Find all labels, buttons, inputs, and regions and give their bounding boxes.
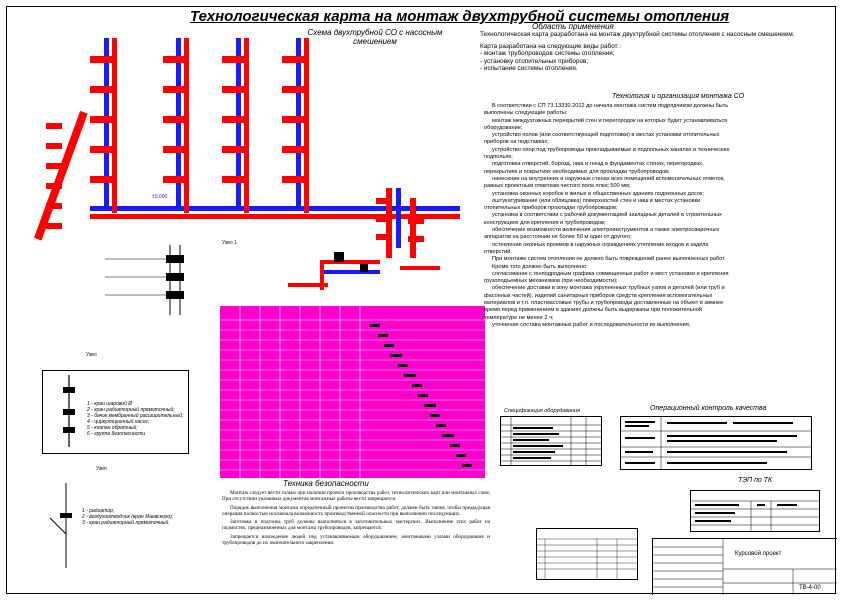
work-schedule-table	[220, 306, 485, 478]
quality-table	[620, 416, 812, 470]
sheet-code: ТВ-4-00	[799, 585, 821, 591]
scope-item: - монтаж трубопроводов системы отопления…	[480, 50, 615, 58]
spec-table	[500, 416, 602, 466]
legend-1-item: 3 - бачок мембранный расширительный;	[87, 413, 184, 419]
materials-table	[536, 528, 638, 580]
tech-text: В соответствии с СП 73.13330.2012 до нач…	[484, 103, 824, 329]
title-block: Курсовой проект ТВ-4-00	[652, 538, 837, 595]
legend-box-1: 1 - кран шаровой Ø 2 - кран радиаторный …	[42, 370, 189, 454]
title-block-grid	[653, 539, 837, 595]
legend-2-item: 2 - воздухоотводчик (кран Маевского);	[82, 514, 174, 520]
tech-line: уточнение состава монтажных работ и посл…	[492, 321, 691, 328]
tech-line: перекрытиях и покрытиях необходимых для …	[484, 168, 670, 175]
tep-table	[690, 490, 820, 532]
tech-line: время перед применением в зданиях должны…	[484, 307, 702, 314]
legend-1-item: 1 - кран шаровой Ø	[87, 401, 133, 407]
scheme-title: Схема двухтрубной СО с насосным смешение…	[307, 28, 443, 46]
safety-paragraph: Монтаж следует вести только при наличии …	[222, 490, 490, 503]
tech-line: температуре не менее 2 ч;	[484, 314, 554, 321]
scope-item: - испытание системы отопления.	[480, 65, 578, 73]
scope-text: Технологическая карта разработана на мон…	[480, 31, 820, 73]
legend-1-list: 1 - кран шаровой Ø 2 - кран радиаторный …	[87, 401, 187, 437]
scope-item: - установку отопительных приборов;	[480, 57, 589, 65]
tech-line: согласование с генподрядным графика совм…	[492, 270, 729, 277]
tech-line: устройство опор под трубопроводы проклад…	[492, 146, 730, 153]
riser-5	[282, 38, 309, 213]
safety-paragraph: Запрещается нахождение людей под устанав…	[222, 533, 490, 547]
legend-1-item: 6 - группа безопасности.	[87, 431, 147, 437]
quality-table-grid	[621, 417, 811, 469]
safety-heading: Техника безопасности	[283, 479, 369, 488]
materials-table-grid	[537, 538, 637, 579]
riser-2	[90, 38, 117, 213]
tech-line: грузоподъемных механизмов (при необходим…	[484, 278, 618, 285]
legend-2-list: 1 - радиатор; 2 - воздухоотводчик (кран …	[82, 508, 207, 526]
tech-line: В соответствии с СП 73.13330.2012 до нач…	[492, 103, 729, 109]
tech-line: устройство полов (или соответствующей по…	[492, 132, 720, 139]
legend-1-item: 4 - циркуляционный насос;	[87, 419, 150, 425]
spec-table-grid	[501, 417, 601, 465]
node1-detail	[105, 245, 184, 315]
tech-line: установка оконных коробок в жилых и обще…	[492, 190, 704, 197]
schedule-grid	[220, 306, 485, 478]
tech-line: подпольях;	[484, 154, 513, 161]
page-title: Технологическая карта на монтаж двухтруб…	[190, 8, 730, 25]
legend-1-item: 2 - кран радиаторный прямоточный;	[87, 407, 175, 413]
riser-3	[163, 38, 189, 213]
tech-line: При монтаже систем отопления не должно б…	[492, 256, 726, 263]
legend-2-item: 3 - кран радиаторный прямоточный.	[82, 520, 170, 526]
elevation-mark: ±0.000	[152, 194, 167, 200]
tech-line: равных проектным отметкам чистого пола п…	[484, 183, 631, 190]
heating-riser-scheme: ±0.000	[34, 38, 460, 290]
quality-heading: Операционный контроль качества	[650, 405, 767, 412]
node1-label: Узел 1	[222, 240, 237, 246]
tech-line: оборудование;	[484, 124, 523, 131]
tech-line: Кроме того должно быть выполнено:	[492, 263, 588, 270]
riser-1	[34, 110, 88, 241]
node-label-a: Узел	[86, 352, 97, 358]
drawing-frame	[6, 6, 836, 594]
legend-box-2: 1 - радиатор; 2 - воздухоотводчик (кран …	[42, 478, 202, 578]
radiator-node-icon	[49, 483, 72, 568]
tech-line: приборов на подставках;	[484, 139, 549, 146]
pump-unit	[288, 252, 440, 290]
tep-table-grid	[691, 500, 819, 531]
riser-6	[376, 188, 424, 258]
safety-text: Монтаж следует вести только при наличии …	[222, 490, 490, 546]
tech-line: отверстий.	[484, 248, 512, 255]
tech-line: материалов и т.п. пластмассовые трубы и …	[484, 300, 724, 307]
legend-1-item: 5 - клапан обратный;	[87, 425, 138, 431]
tech-line: фасонных частей), изделий санитарных при…	[484, 292, 713, 299]
tech-line: обеспечение возможности включения электр…	[492, 227, 720, 234]
project-name: Курсовой проект	[735, 551, 782, 557]
scope-paragraph: Технологическая карта разработана на мон…	[480, 31, 795, 38]
tech-line: конструкциях для крепления и трубопровод…	[484, 219, 606, 226]
tech-line: остекление оконных проемов в наружных ог…	[492, 241, 709, 248]
node-label-b: Узел	[96, 466, 107, 472]
tech-line: оштукатуривание (или облицовка) поверхно…	[492, 197, 701, 204]
spec-heading: Спецификация оборудования	[504, 408, 581, 414]
tech-line: выполнены следующие работы:	[484, 110, 568, 117]
tech-line: отопительных приборов прокладки трубопро…	[484, 205, 618, 212]
tep-heading: ТЭП по ТК	[738, 477, 773, 484]
riser-4	[222, 38, 249, 213]
safety-paragraph: Порядок выполнения монтажа определенный …	[222, 504, 490, 517]
safety-paragraph: Заготовка и подгонка труб должны выполня…	[222, 519, 490, 532]
supply-main-pipe	[90, 214, 460, 219]
tech-line: обеспечение доставки в зону монтажа укру…	[492, 285, 725, 292]
legend-2-item: 1 - радиатор;	[82, 508, 115, 514]
return-main-pipe	[90, 206, 460, 211]
scope-paragraph: Карта разработана на следующие виды рабо…	[480, 42, 622, 50]
tech-line: нанесение на внутренних и наружных стена…	[492, 175, 725, 182]
tech-line: установка в соответствии с рабочей докум…	[492, 212, 722, 219]
tech-line: подготовка отверстий, борозд, ниш и гнез…	[492, 161, 704, 168]
scope-heading: Область применения	[532, 22, 614, 31]
tech-line: аппаратов на расстоянии не более 50 м од…	[484, 234, 632, 241]
valve-group-icon	[63, 375, 75, 447]
tech-heading: Технология и организация монтажа СО	[612, 93, 745, 100]
tech-line: монтаж междуэтажных перекрытий стен и пе…	[492, 117, 728, 124]
